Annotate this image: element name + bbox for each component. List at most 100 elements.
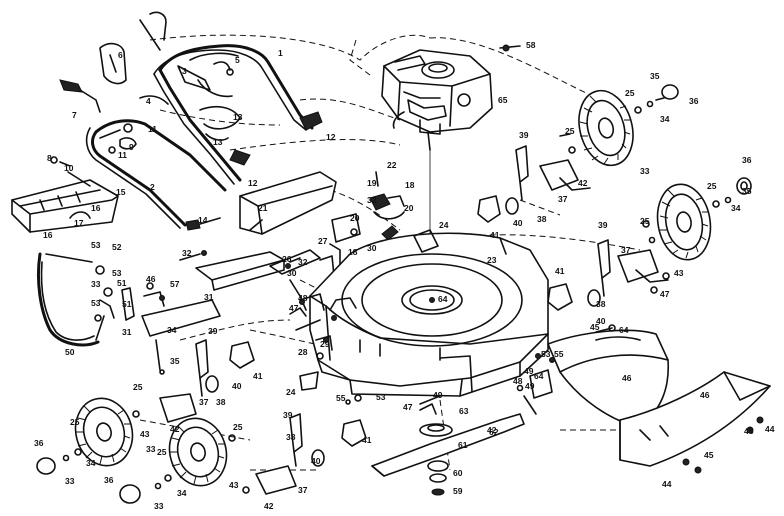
wheel-front-top (578, 84, 679, 167)
wheel-rear-left (119, 417, 236, 504)
callout-c40b: 40 (596, 316, 606, 326)
callout-c3: 3 (182, 66, 187, 76)
callout-c33c: 33 (146, 444, 156, 454)
callout-c53d: 53 (541, 349, 551, 359)
callout-c16a: 16 (91, 203, 101, 213)
callout-c35a: 35 (650, 71, 660, 81)
callout-c52: 52 (112, 242, 122, 252)
callout-c31b: 31 (122, 327, 132, 337)
handle-bracket-21 (239, 171, 337, 235)
height-adjuster-upper-right (477, 145, 591, 223)
callout-c42c: 42 (487, 425, 497, 435)
callout-c13a: 13 (233, 112, 243, 122)
callout-c43c: 43 (229, 480, 239, 490)
height-adjuster-lower-left (159, 339, 255, 423)
callout-c49c: 49 (525, 381, 535, 391)
callout-c53a: 53 (91, 240, 101, 250)
callout-c44b: 44 (662, 479, 672, 489)
misc-hardware (289, 44, 656, 415)
callout-c41d: 41 (362, 435, 372, 445)
callout-c62: 62 (489, 427, 499, 437)
height-adjuster-bottom (242, 413, 367, 495)
callout-c50: 50 (65, 347, 75, 357)
callout-c42d: 42 (264, 501, 274, 511)
callout-c37c: 37 (199, 397, 209, 407)
callout-c23: 23 (487, 255, 497, 265)
callout-c13b: 13 (213, 137, 223, 147)
callout-c19: 19 (367, 178, 377, 188)
callout-c48a: 48 (298, 293, 308, 303)
rear-deflector (11, 156, 119, 233)
callout-c46c: 46 (146, 274, 156, 284)
callout-c30b: 30 (287, 268, 297, 278)
callout-c35b: 35 (742, 186, 752, 196)
callout-c22: 22 (387, 160, 397, 170)
callout-c2-lower-handle: 2 (150, 182, 155, 192)
callout-c38c: 38 (216, 397, 226, 407)
callout-c16b: 16 (43, 230, 53, 240)
callout-c41b: 41 (555, 266, 565, 276)
callout-c37a: 37 (558, 194, 568, 204)
callout-c42b: 42 (170, 424, 180, 434)
callout-c33b: 33 (91, 279, 101, 289)
callout-c43b: 43 (140, 429, 150, 439)
callout-c25c: 25 (707, 181, 717, 191)
callout-c45a: 45 (590, 322, 600, 332)
callout-c25h: 25 (157, 447, 167, 457)
callout-c60: 60 (453, 468, 463, 478)
rear-hinge-assembly (269, 249, 333, 360)
throttle-parts (319, 171, 405, 277)
callout-c46b: 46 (700, 390, 710, 400)
wheel-tread-right (659, 189, 709, 259)
callout-c33d: 33 (65, 476, 75, 486)
callout-c63: 63 (459, 406, 469, 416)
callout-c31a: 31 (204, 292, 214, 302)
callout-c33e: 33 (154, 501, 164, 511)
callout-c25f: 25 (70, 417, 80, 427)
callout-c29: 29 (320, 339, 330, 349)
callout-c5: 5 (235, 55, 240, 65)
blade-assembly (371, 403, 525, 496)
callout-c44a: 44 (765, 424, 775, 434)
upper-handle (153, 44, 323, 185)
callout-c38a: 38 (537, 214, 547, 224)
callout-c65: 65 (498, 95, 508, 105)
callout-c15: 15 (116, 187, 126, 197)
callout-c20b: 20 (350, 213, 360, 223)
callout-c36a: 36 (689, 96, 699, 106)
callout-c24a: 24 (439, 220, 449, 230)
callout-c24b: 24 (286, 387, 296, 397)
engine (381, 49, 493, 290)
callout-c55b: 55 (554, 349, 564, 359)
callout-c12a: 12 (326, 132, 336, 142)
callout-c41c: 41 (253, 371, 263, 381)
callout-c32c: 32 (298, 257, 308, 267)
callout-c34c: 34 (167, 325, 177, 335)
callout-c4: 4 (146, 96, 151, 106)
callout-c39b: 39 (598, 220, 608, 230)
callout-c34d: 34 (86, 458, 96, 468)
wheel-tread-top (579, 95, 631, 165)
callout-c61: 61 (458, 440, 468, 450)
callout-c34a: 34 (660, 114, 670, 124)
callout-c9: 9 (129, 142, 134, 152)
callout-c27: 27 (318, 236, 328, 246)
callout-c36d: 36 (104, 475, 114, 485)
callout-c25e: 25 (133, 382, 143, 392)
callout-c34b: 34 (731, 203, 741, 213)
callout-c51b: 51 (117, 278, 127, 288)
side-baffle (619, 371, 771, 474)
callout-c55a: 55 (336, 393, 346, 403)
grass-bag-frame (36, 252, 115, 347)
callout-c21: 21 (258, 203, 268, 213)
handle-controls (139, 61, 241, 141)
callout-c40c: 40 (232, 381, 242, 391)
callout-c28: 28 (298, 347, 308, 357)
callout-c41a: 41 (490, 230, 500, 240)
callout-c64a: 64 (438, 294, 448, 304)
wheel-front-left (36, 397, 140, 475)
callout-c51a: 51 (122, 299, 132, 309)
callout-c53e: 53 (376, 392, 386, 402)
callout-c10: 10 (64, 163, 74, 173)
